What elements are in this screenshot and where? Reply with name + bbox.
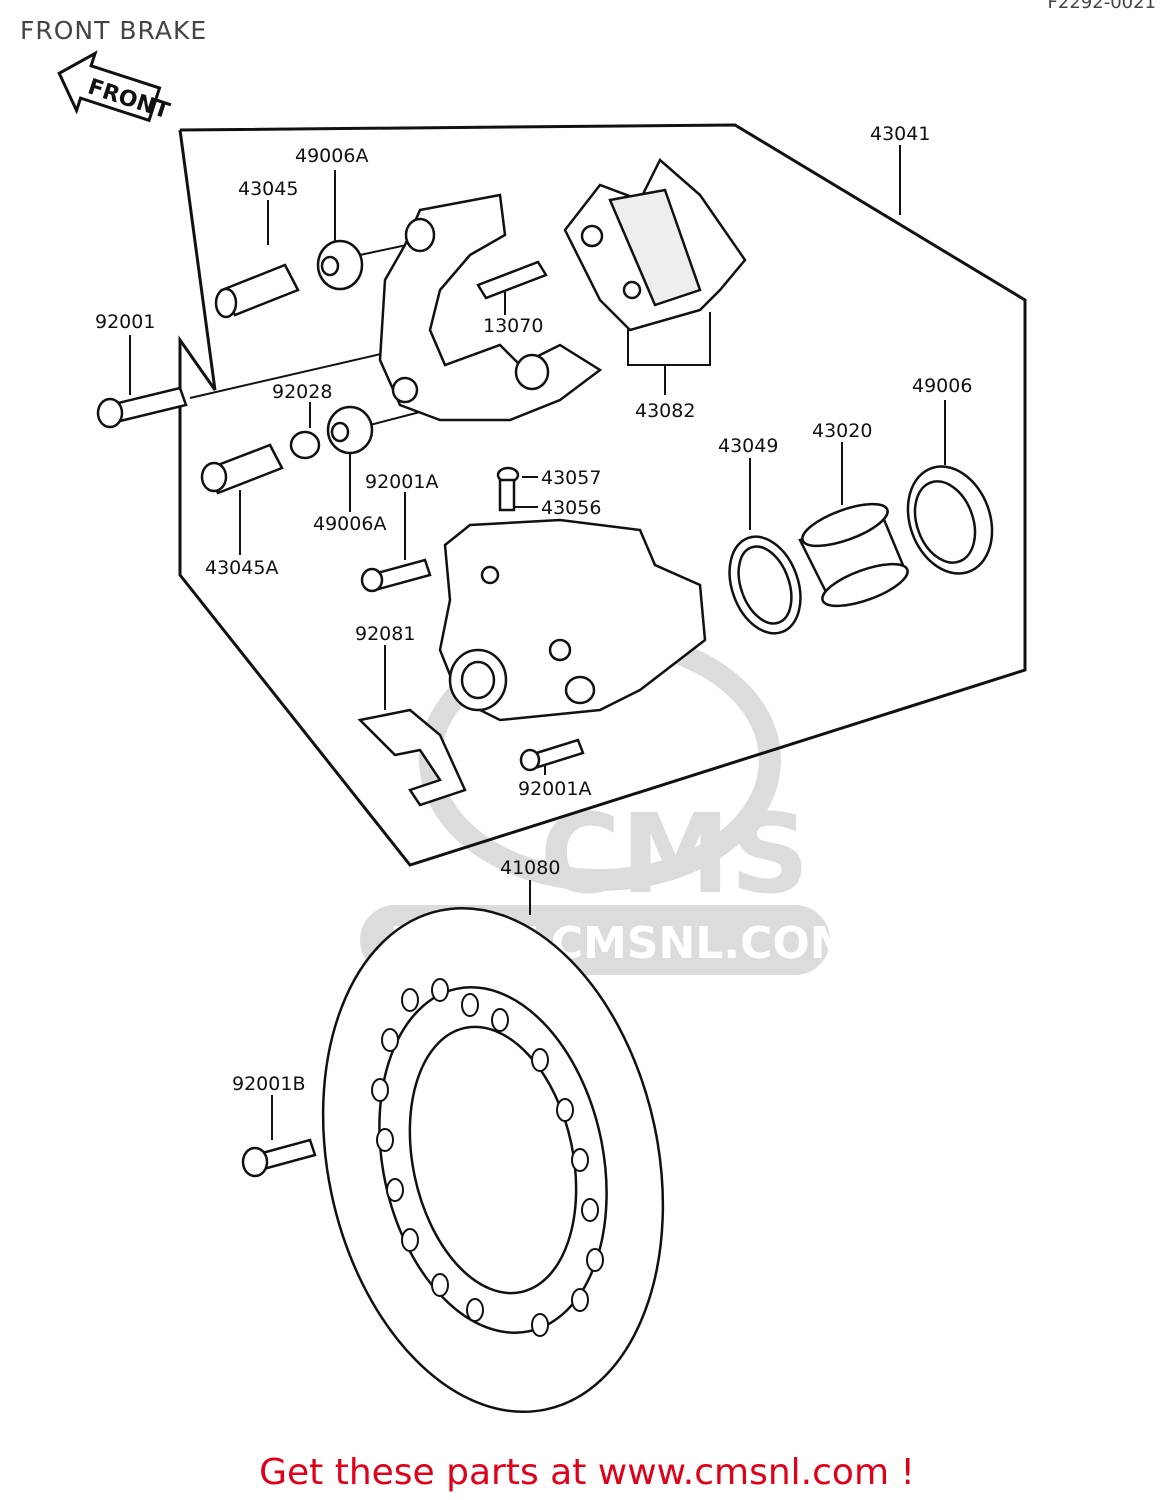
cap-92028 bbox=[289, 430, 321, 460]
front-direction-arrow: FRONT bbox=[57, 50, 172, 124]
pin-43045A bbox=[200, 443, 284, 495]
boot-49006A-top bbox=[316, 239, 364, 291]
label-92001: 92001 bbox=[95, 311, 155, 333]
label-43057: 43057 bbox=[541, 467, 601, 489]
label-49006A-top: 49006A bbox=[295, 145, 368, 167]
caliper-assembly-outline bbox=[178, 123, 1027, 867]
caliper-body bbox=[438, 518, 707, 722]
get-parts-link[interactable]: Get these parts at www.cmsnl.com ! bbox=[259, 1452, 915, 1493]
pad-spring-92081 bbox=[357, 708, 467, 807]
label-43041: 43041 bbox=[870, 123, 930, 145]
bleeder-valve bbox=[496, 466, 520, 512]
part-drawings bbox=[96, 157, 994, 1414]
label-43082: 43082 bbox=[635, 400, 695, 422]
dust-seal-49006 bbox=[906, 465, 994, 575]
disc-holes bbox=[371, 978, 604, 1337]
pad-spring-13070 bbox=[476, 260, 548, 300]
label-92081: 92081 bbox=[355, 623, 415, 645]
bolt-92001B bbox=[241, 1138, 317, 1178]
part-labels: 43041 49006A 43045 13070 92001 92028 430… bbox=[95, 123, 972, 1095]
watermark-brand: CMS bbox=[540, 790, 809, 918]
label-92001B: 92001B bbox=[232, 1073, 305, 1095]
label-43045A: 43045A bbox=[205, 557, 278, 579]
caliper-bracket bbox=[378, 193, 603, 422]
brake-pad-43082 bbox=[563, 157, 747, 332]
bolt-92001 bbox=[96, 386, 188, 429]
seal-43049 bbox=[728, 535, 802, 635]
label-92001A-top: 92001A bbox=[365, 471, 438, 493]
label-41080: 41080 bbox=[500, 857, 560, 879]
leader-lines bbox=[129, 145, 946, 1140]
label-92001A-bottom: 92001A bbox=[518, 778, 591, 800]
label-92028: 92028 bbox=[272, 381, 332, 403]
bolt-92001A-bottom bbox=[519, 738, 585, 772]
bolt-92001A-top bbox=[360, 558, 432, 593]
label-43045: 43045 bbox=[238, 178, 298, 200]
label-49006A-bottom: 49006A bbox=[313, 513, 386, 535]
label-43056: 43056 bbox=[541, 497, 601, 519]
label-43020: 43020 bbox=[812, 420, 872, 442]
label-43049: 43049 bbox=[718, 435, 778, 457]
drawing-code: F2292-0021 bbox=[1047, 0, 1156, 13]
boot-49006A-bottom bbox=[326, 405, 374, 455]
piston-43020 bbox=[798, 502, 909, 608]
brake-disc-41080 bbox=[321, 906, 665, 1414]
page-title: FRONT BRAKE bbox=[20, 16, 208, 45]
pin-43045 bbox=[214, 263, 300, 319]
label-13070: 13070 bbox=[483, 315, 543, 337]
label-49006: 49006 bbox=[912, 375, 972, 397]
